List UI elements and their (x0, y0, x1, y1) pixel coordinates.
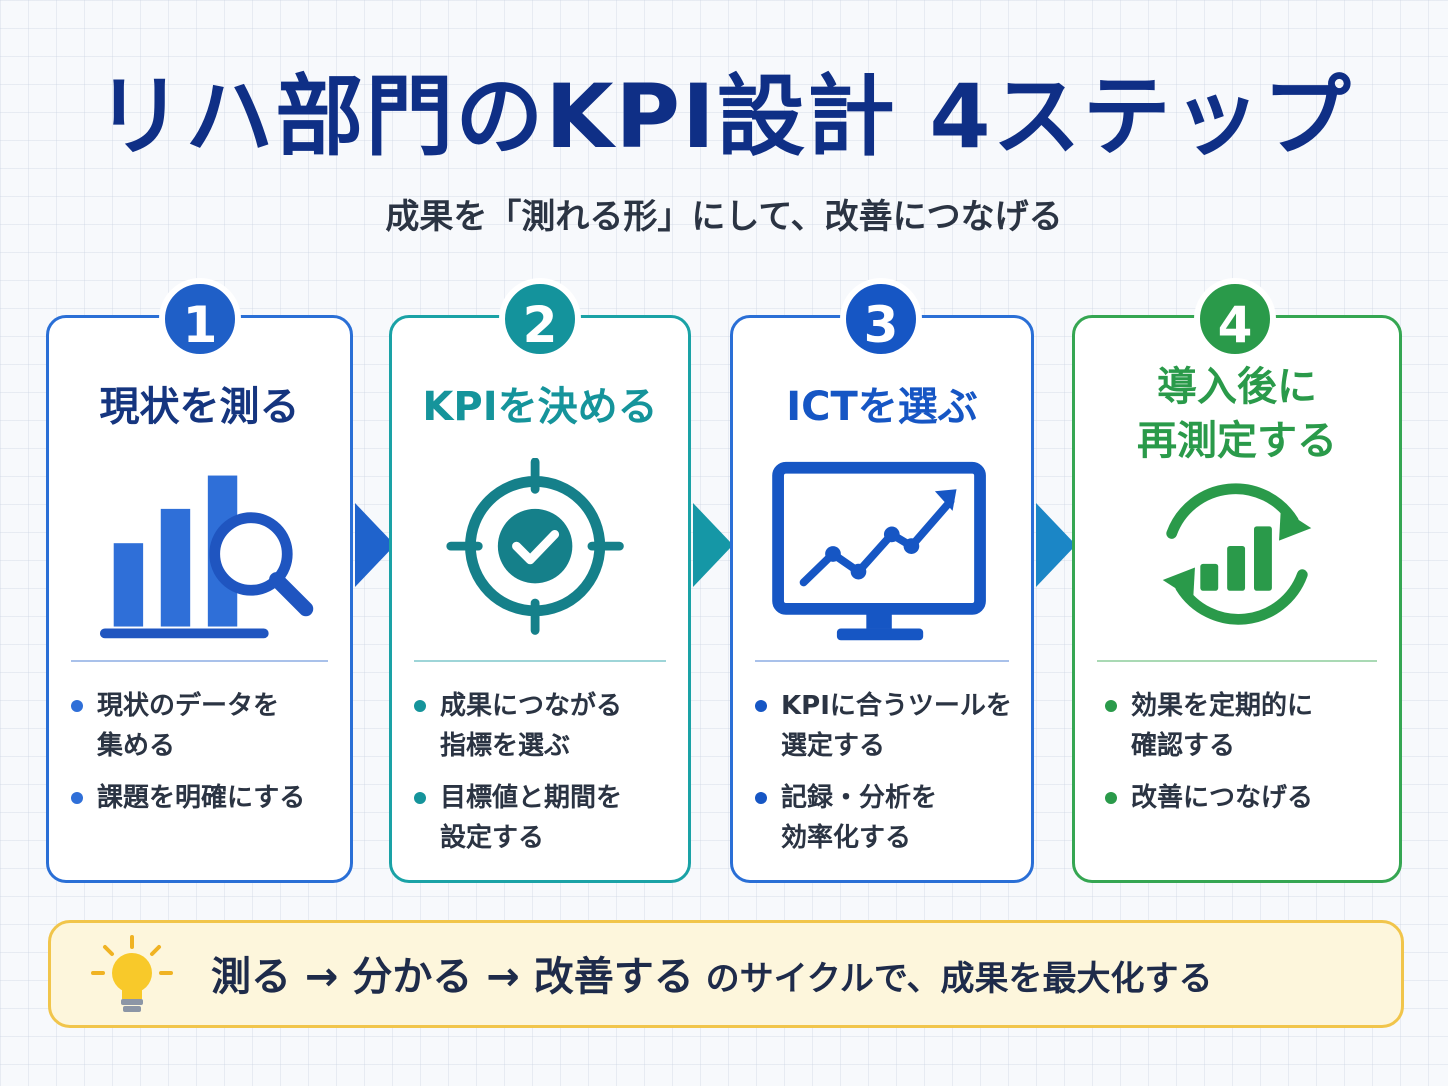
page-subtitle: 成果を「測れる形」にして、改善につなげる (385, 197, 1063, 237)
step-card-4: 導入後に 再測定する 効果を定期的に 確認する 改善につなげる (1072, 315, 1402, 883)
bullet-item: KPIに合うツールを 選定する (755, 686, 1021, 766)
step-title-1: 現状を測る (99, 384, 300, 430)
bar-chart-magnifier-icon (99, 475, 314, 639)
lightbulb-icon (91, 935, 173, 1012)
step-divider-3 (755, 660, 1009, 662)
bullet-item: 課題を明確にする (71, 778, 340, 818)
step-bullets-1: 現状のデータを 集める 課題を明確にする (71, 686, 340, 830)
step-badge-3: 3 (840, 278, 922, 360)
step-card-1: 現状を測る 現状のデータを 集める 課題を明確にする (46, 315, 353, 883)
step-bullets-4: 効果を定期的に 確認する 改善につなげる (1105, 686, 1389, 830)
monitor-trend-icon (772, 461, 986, 641)
step-divider-4 (1097, 660, 1377, 662)
bullet-item: 成果につながる 指標を選ぶ (414, 686, 678, 766)
bullet-item: 効果を定期的に 確認する (1105, 686, 1389, 766)
step-card-3: ICTを選ぶ KPIに合うツールを 選定する 記録・分析を 効率化する (730, 315, 1034, 883)
bullet-item: 現状のデータを 集める (71, 686, 340, 766)
footer-banner: 測る → 分かる → 改善する のサイクルで、成果を最大化する (48, 920, 1404, 1028)
step-divider-1 (71, 660, 328, 662)
page-title: リハ部門のKPI設計 4ステップ (95, 65, 1353, 168)
step-badge-1: 1 (159, 278, 241, 360)
cycle-chart-icon (1162, 483, 1312, 625)
step-bullets-3: KPIに合うツールを 選定する 記録・分析を 効率化する (755, 686, 1021, 870)
step-title-2: KPIを決める (422, 384, 658, 430)
step-title-3: ICTを選ぶ (786, 384, 978, 430)
bullet-item: 目標値と期間を 設定する (414, 778, 678, 858)
chevron-right-icon (1036, 503, 1076, 587)
step-divider-2 (414, 660, 666, 662)
step-card-2: KPIを決める 成果につながる 指標を選ぶ 目標値と期間を 設定する (389, 315, 691, 883)
step-badge-2: 2 (499, 278, 581, 360)
bullet-item: 改善につなげる (1105, 778, 1389, 818)
bullet-item: 記録・分析を 効率化する (755, 778, 1021, 858)
chevron-right-icon (355, 503, 395, 587)
step-bullets-2: 成果につながる 指標を選ぶ 目標値と期間を 設定する (414, 686, 678, 870)
chevron-right-icon (693, 503, 733, 587)
footer-message: 測る → 分かる → 改善する のサイクルで、成果を最大化する (211, 954, 1213, 1000)
step-title-4: 導入後に 再測定する (1137, 364, 1337, 464)
step-badge-4: 4 (1194, 278, 1276, 360)
target-check-icon (446, 458, 624, 635)
